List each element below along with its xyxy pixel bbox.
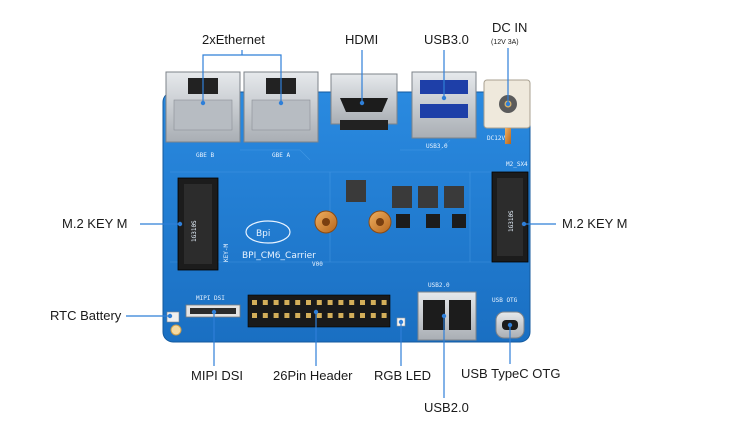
header-pin	[295, 300, 301, 305]
silk-gbe-a: GBE A	[272, 152, 290, 159]
label-m2-right: M.2 KEY M	[562, 216, 628, 231]
header-pin	[252, 313, 257, 318]
silk-usb3: USB3.0	[426, 143, 448, 150]
rtc-battery-connector	[166, 311, 180, 323]
pin-header-26	[247, 294, 391, 328]
label-dc-in: DC IN	[492, 20, 527, 35]
silk-board-name: BPI_CM6_Carrier	[242, 251, 316, 261]
label-rgb-led: RGB LED	[374, 368, 431, 383]
label-usb3: USB3.0	[424, 32, 469, 47]
silk-keym: KEY-M	[223, 244, 230, 262]
header-pin	[349, 313, 355, 318]
header-pin	[360, 313, 365, 318]
silk-logo: Bpi	[256, 229, 270, 239]
hdmi-port	[330, 73, 398, 130]
header-pin	[262, 300, 268, 305]
silk-usb2: USB2.0	[428, 282, 450, 289]
header-pin	[273, 313, 279, 318]
silk-m2-slot-left: 1G310S	[191, 220, 198, 242]
ethernet-port-b: GBE B	[165, 71, 241, 159]
silk-mipi: MIPI DSI	[196, 295, 225, 302]
header-pin	[316, 313, 322, 318]
header-pin	[338, 313, 344, 318]
header-pin	[273, 300, 279, 305]
header-pin	[306, 313, 311, 318]
header-pin	[316, 300, 322, 305]
label-26pin-header: 26Pin Header	[273, 368, 353, 383]
silk-gbe-b: GBE B	[196, 152, 214, 159]
header-pin	[381, 313, 387, 318]
header-pin	[370, 313, 376, 318]
label-m2-left: M.2 KEY M	[62, 216, 128, 231]
m2-standoffs	[314, 210, 392, 234]
label-hdmi: HDMI	[345, 32, 378, 47]
header-pin	[370, 300, 376, 305]
label-dc-in-spec: (12V 3A)	[491, 39, 519, 46]
header-pin	[306, 300, 311, 305]
header-pin	[327, 313, 333, 318]
label-ethernet: 2xEthernet	[202, 32, 265, 47]
m2-slot-left: 1G310S KEY-M	[177, 177, 230, 271]
header-pin	[252, 300, 257, 305]
label-mipi-dsi: MIPI DSI	[191, 368, 243, 383]
header-pin	[284, 300, 290, 305]
label-rtc-battery: RTC Battery	[50, 308, 122, 323]
header-pin	[295, 313, 301, 318]
header-pin	[262, 313, 268, 318]
header-pin	[338, 300, 344, 305]
silk-m2-slot-right: 1G310S	[508, 210, 515, 232]
header-pin	[284, 313, 290, 318]
header-pin	[381, 300, 387, 305]
silk-dc12v: DC12V	[487, 135, 505, 142]
header-pin	[327, 300, 333, 305]
power-components	[346, 180, 466, 228]
callouts: 2xEthernet HDMI USB3.0 DC IN (12V 3A) M.…	[50, 20, 628, 415]
label-usb-typec-otg: USB TypeC OTG	[461, 366, 560, 381]
label-usb2: USB2.0	[424, 400, 469, 415]
usb2-ports: USB2.0	[417, 282, 477, 341]
silk-m2-sx4: M2_SX4	[506, 161, 528, 168]
header-pin	[360, 300, 365, 305]
m2-slot-right: 1G310S M2_SX4	[491, 161, 529, 263]
header-pin	[349, 300, 355, 305]
board-branding: Bpi BPI_CM6_Carrier V00	[242, 220, 323, 268]
silk-version: V00	[312, 261, 323, 268]
silk-usb-otg: USB OTG	[492, 297, 518, 304]
